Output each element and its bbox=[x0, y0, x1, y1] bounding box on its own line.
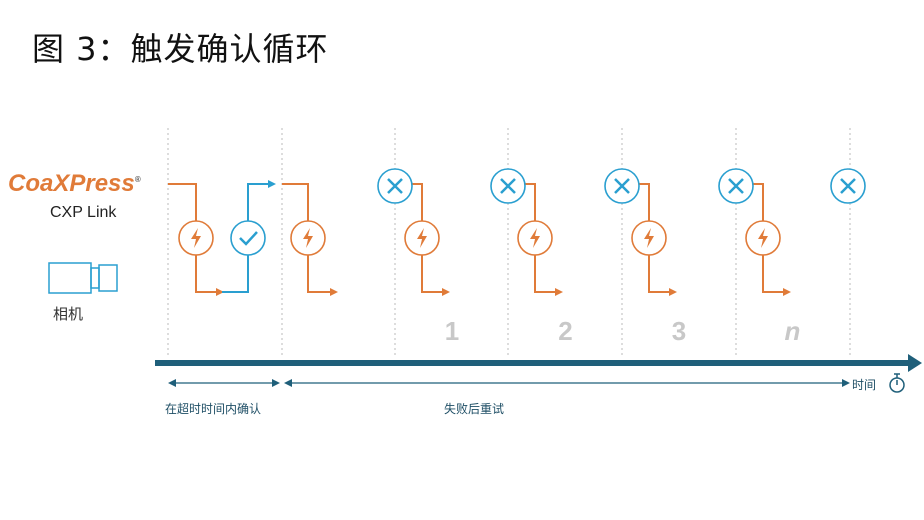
trigger-circle bbox=[517, 220, 553, 256]
lightning-icon bbox=[644, 228, 654, 248]
figure-title: 图 3：触发确认循环 bbox=[32, 30, 329, 68]
retry-number: n bbox=[785, 316, 801, 346]
cxp-link-label: CXP Link bbox=[50, 204, 117, 221]
hand bbox=[894, 373, 900, 385]
lightning-icon bbox=[530, 228, 540, 248]
logo-text: CoaXPress bbox=[8, 170, 135, 197]
fail-circle bbox=[718, 168, 754, 204]
confirm-span-label: 在超时时间内确认 bbox=[165, 402, 262, 416]
x-icon bbox=[728, 178, 744, 194]
retry-number: 1 bbox=[445, 316, 459, 346]
ack-circle bbox=[230, 220, 266, 256]
coaxpress-logo: CoaXPress® bbox=[8, 170, 141, 198]
circle bbox=[230, 220, 266, 256]
check-icon bbox=[239, 231, 258, 246]
camera-label: 相机 bbox=[53, 305, 84, 323]
fail-circle bbox=[377, 168, 413, 204]
fail-circle bbox=[830, 168, 866, 204]
lightning-icon bbox=[191, 228, 201, 248]
x-icon bbox=[500, 178, 516, 194]
stopwatch-icon bbox=[889, 373, 905, 393]
x-icon bbox=[614, 178, 630, 194]
time-axis-arrowhead bbox=[908, 354, 922, 372]
camera-icon bbox=[48, 262, 118, 294]
lightning-icon bbox=[303, 228, 313, 248]
trigger-circle bbox=[631, 220, 667, 256]
trigger-circle bbox=[290, 220, 326, 256]
lightning-icon bbox=[417, 228, 427, 248]
time-label: 时间 bbox=[852, 378, 877, 392]
retry-number: 2 bbox=[558, 316, 572, 346]
trigger-circle bbox=[404, 220, 440, 256]
x-icon bbox=[840, 178, 856, 194]
x-icon bbox=[387, 178, 403, 194]
retry-number: 3 bbox=[672, 316, 686, 346]
trigger-circle bbox=[178, 220, 214, 256]
retry-span-label: 失败后重试 bbox=[444, 402, 505, 416]
fail-circle bbox=[604, 168, 640, 204]
logo-mark: ® bbox=[134, 175, 141, 184]
lightning-icon bbox=[758, 228, 768, 248]
fail-circle bbox=[490, 168, 526, 204]
trigger-circle bbox=[745, 220, 781, 256]
